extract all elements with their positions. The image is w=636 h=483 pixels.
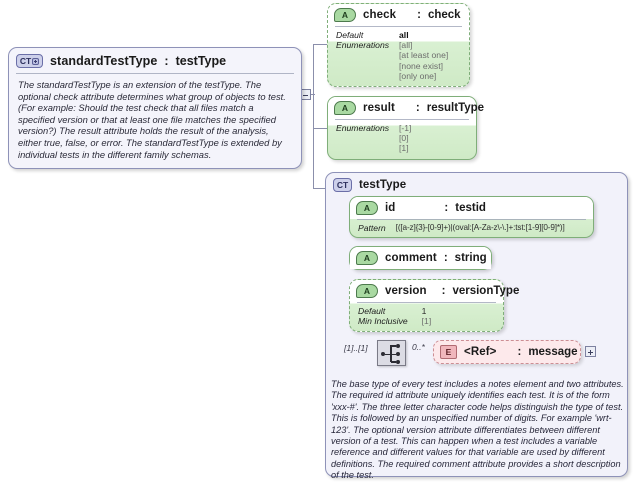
facet-values: [-1] [0] [1] [399, 123, 411, 154]
node-header: A version : versionType [350, 280, 519, 302]
complextype-icon: CT [333, 178, 352, 192]
ref-expander-toggle[interactable] [585, 346, 596, 357]
connector-trunk-root [311, 94, 315, 95]
facet-pattern-value: [([a-z]{3}-[0-9]+)|(oval:[A-Za-z\-\.]+:t… [395, 223, 565, 232]
facet-values: 1 [1] [422, 306, 432, 326]
node-standard-test-type[interactable]: CT standardTestType : testType The stand… [8, 47, 302, 170]
facet-values: [([a-z]{3}-[0-9]+)|(oval:[A-Za-z\-\.]+:t… [396, 223, 565, 233]
attribute-icon: A [356, 284, 378, 298]
facet-label: Min Inclusive [358, 316, 408, 327]
attribute-separator: : [444, 202, 449, 214]
header-divider [357, 219, 586, 220]
testtype-documentation: The base type of every test includes a n… [331, 379, 624, 481]
facet-values: all [all] [at least one] [none exist] [o… [399, 30, 448, 81]
attribute-separator: : [415, 102, 420, 114]
attribute-separator: : [443, 252, 448, 264]
facet-enum-value: [none exist] [399, 60, 443, 71]
attribute-separator: : [417, 9, 421, 21]
element-type: message [528, 346, 578, 358]
cardinality-right: 0..* [412, 342, 425, 352]
attribute-icon: A [334, 8, 356, 22]
node-header: CT standardTestType : testType [9, 48, 301, 73]
facet-list: Pattern [([a-z]{3}-[0-9]+)|(oval:[A-Za-z… [350, 220, 593, 237]
element-separator: : [517, 346, 522, 358]
attribute-icon: A [356, 201, 378, 215]
plus-box-icon [32, 57, 40, 65]
element-icon: E [440, 345, 457, 359]
facet-list: Enumerations [-1] [0] [1] [328, 120, 476, 159]
node-separator: : [164, 54, 169, 68]
header-divider [335, 26, 462, 27]
connector-trunk-main [313, 44, 314, 188]
node-attribute-comment[interactable]: A comment : string [349, 246, 492, 270]
node-element-ref[interactable]: E <Ref> : message [433, 340, 581, 364]
attribute-separator: : [441, 285, 446, 297]
connector-branch-check [313, 44, 328, 45]
facet-default-value: all [399, 30, 409, 40]
facet-labels: Pattern [358, 223, 386, 233]
node-header: CT testType [326, 173, 627, 195]
sequence-compositor-icon[interactable] [377, 340, 406, 366]
attribute-name: id [385, 202, 396, 214]
facet-label: Default [336, 30, 364, 40]
facet-labels: Default Enumerations [336, 30, 389, 81]
facet-enum-value: [1] [399, 143, 409, 154]
connector-branch-testtype [313, 188, 327, 189]
facet-label: Default [358, 306, 386, 316]
node-header: E <Ref> : message [434, 341, 580, 363]
facet-list: Default Enumerations all [all] [at least… [328, 27, 469, 86]
attribute-type: testid [455, 202, 486, 214]
root-documentation: The standardTestType is an extension of … [18, 79, 286, 160]
node-header: A comment : string [350, 247, 491, 269]
attribute-name: comment [385, 252, 437, 264]
badge-ct-label: CT [19, 55, 32, 66]
node-type-name: testType [175, 54, 227, 68]
node-header: A result : resultType [328, 97, 484, 119]
attribute-type: string [454, 252, 487, 264]
attribute-type: resultType [426, 102, 485, 114]
attribute-icon: A [334, 101, 356, 115]
node-header: A check : check [328, 4, 469, 26]
node-attribute-check[interactable]: A check : check Default Enumerations all… [327, 3, 470, 88]
node-title: standardTestType [50, 54, 158, 68]
facet-min-inclusive-value: [1] [421, 316, 432, 327]
node-attribute-result[interactable]: A result : resultType Enumerations [-1] … [327, 96, 484, 160]
facet-default-value: 1 [421, 306, 427, 316]
facet-enum-value: [-1] [399, 123, 412, 133]
node-title: testType [359, 179, 407, 191]
facet-enum-value: [all] [399, 40, 413, 51]
facet-label: Enumerations [336, 123, 390, 133]
facet-enum-value: [at least one] [399, 50, 449, 61]
cardinality-left: [1]..[1] [344, 343, 368, 353]
complextype-plus-icon: CT [16, 54, 43, 68]
attribute-icon: A [356, 251, 378, 265]
attribute-name: check [363, 9, 397, 21]
node-attribute-id[interactable]: A id : testid Pattern [([a-z]{3}-[0-9]+)… [349, 196, 594, 239]
facet-list: Default Min Inclusive 1 [1] [350, 303, 503, 331]
header-divider [357, 302, 496, 303]
attribute-name: result [363, 102, 395, 114]
attribute-name: version [385, 285, 427, 297]
facet-labels: Default Min Inclusive [358, 306, 408, 326]
attribute-type: check [427, 9, 461, 21]
connector-branch-result [313, 128, 328, 129]
element-name: <Ref> [464, 346, 497, 358]
attribute-type: versionType [452, 285, 520, 297]
node-header: A id : testid [350, 197, 593, 219]
facet-label: Enumerations [336, 40, 390, 51]
facet-label: Pattern [358, 223, 386, 233]
facet-enum-value: [only one] [399, 70, 437, 81]
node-attribute-version[interactable]: A version : versionType Default Min Incl… [349, 279, 519, 333]
header-divider [335, 119, 469, 120]
header-divider [16, 73, 294, 74]
facet-enum-value: [0] [399, 133, 409, 144]
facet-labels: Enumerations [336, 123, 389, 154]
